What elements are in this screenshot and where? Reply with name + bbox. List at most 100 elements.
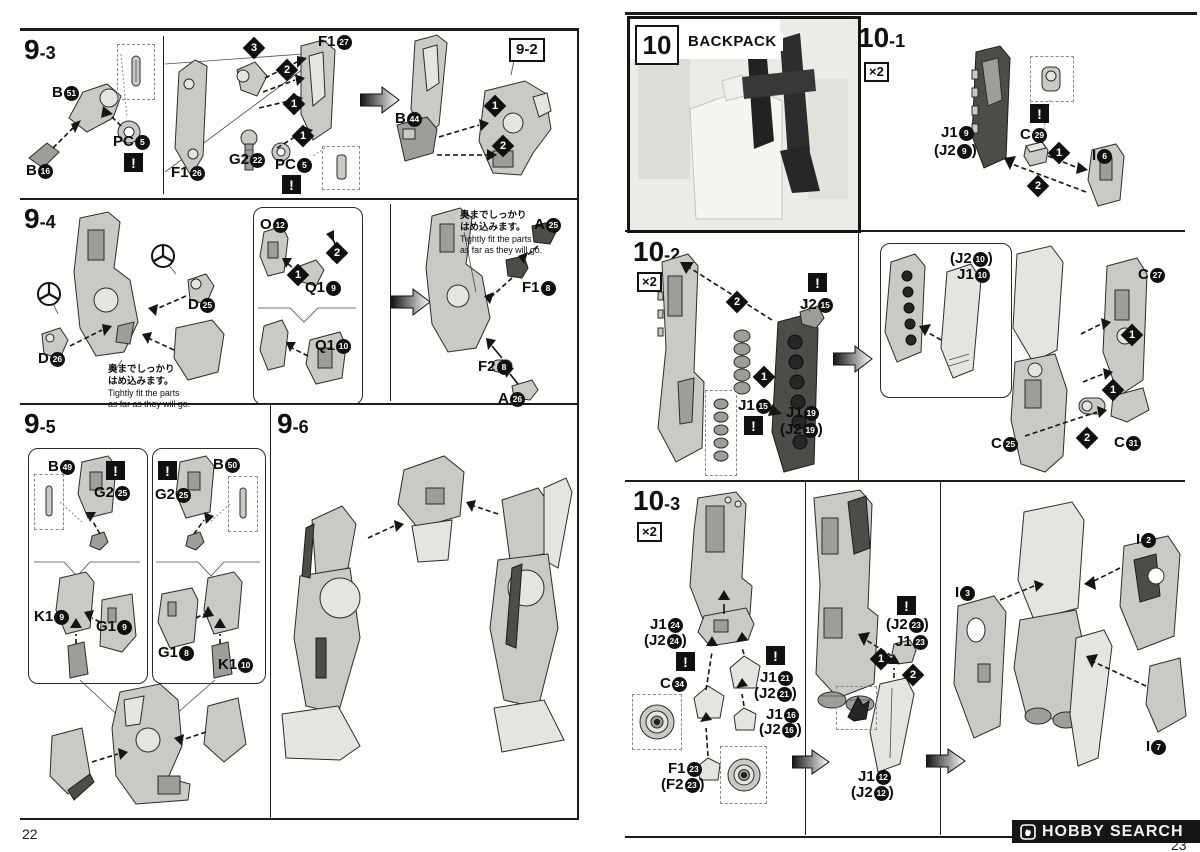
rotate-symbol-icon [37, 282, 61, 306]
warning-icon: ! [897, 596, 916, 615]
illustration-10-3-result [953, 501, 1187, 767]
divider [625, 230, 1185, 232]
illustration-10-2-result [884, 245, 1150, 473]
step-title-9-5: 9-5 [24, 408, 56, 439]
illustration-9-3-subassembly [28, 53, 141, 169]
warning-icon: ! [158, 461, 177, 480]
step-10-label: BACKPACK [682, 32, 783, 51]
divider [20, 198, 578, 200]
step-10-number-box: 10 [635, 25, 679, 65]
illustration-9-3-main [165, 39, 336, 177]
multiplier-badge: ×2 [864, 62, 889, 82]
next-step-arrow [833, 344, 873, 374]
step-title-10-1: 10-1 [858, 22, 906, 53]
detail-callout-box [880, 243, 1012, 398]
divider [20, 818, 578, 820]
part-closeup-box [705, 390, 737, 476]
socket-part-icon [1041, 66, 1061, 92]
divider [940, 482, 941, 835]
clip-part-icon [846, 695, 870, 722]
multiplier-badge: ×2 [637, 272, 662, 292]
divider [20, 28, 578, 31]
illustration-10-3-build [689, 491, 761, 781]
warning-icon: ! [808, 273, 827, 292]
watermark-bar: HOBBY SEARCH [1012, 820, 1200, 843]
hobby-search-logo-icon [1020, 823, 1036, 840]
part-closeup-box [836, 686, 877, 730]
next-step-arrow [391, 287, 431, 317]
divider [270, 405, 271, 818]
warning-icon: ! [676, 652, 695, 671]
thruster-chain-icon [713, 398, 729, 462]
divider [625, 12, 1197, 15]
pin-part-icon [239, 487, 247, 519]
nozzle-rings-icon [639, 704, 675, 740]
nozzle-closeup-box [632, 694, 682, 750]
divider [625, 480, 1185, 482]
warning-icon: ! [124, 153, 143, 172]
detail-callout-box [152, 448, 266, 684]
divider [805, 482, 806, 835]
ref-step-box-9-2: 9-2 [509, 38, 545, 62]
step-title-10-3: 10-3 [633, 485, 681, 516]
illustration-9-4-callout [258, 225, 356, 385]
divider [625, 836, 1185, 838]
next-step-arrow [926, 748, 966, 774]
page-number-left: 22 [22, 826, 38, 842]
part-closeup-box [117, 44, 155, 100]
step-title-9-6: 9-6 [277, 408, 309, 439]
watermark-brand: HOBBY SEARCH [1042, 822, 1184, 840]
pin-part-icon [131, 55, 141, 87]
divider [577, 28, 579, 820]
multiplier-badge: ×2 [637, 522, 662, 542]
detail-callout-box [28, 448, 148, 684]
part-closeup-box [1030, 56, 1074, 102]
part-closeup-box [34, 474, 64, 530]
next-step-arrow [360, 85, 400, 115]
nozzle-rings-icon [727, 758, 760, 792]
part-closeup-box [322, 146, 360, 190]
illustration-9-5-bottom [49, 680, 247, 805]
